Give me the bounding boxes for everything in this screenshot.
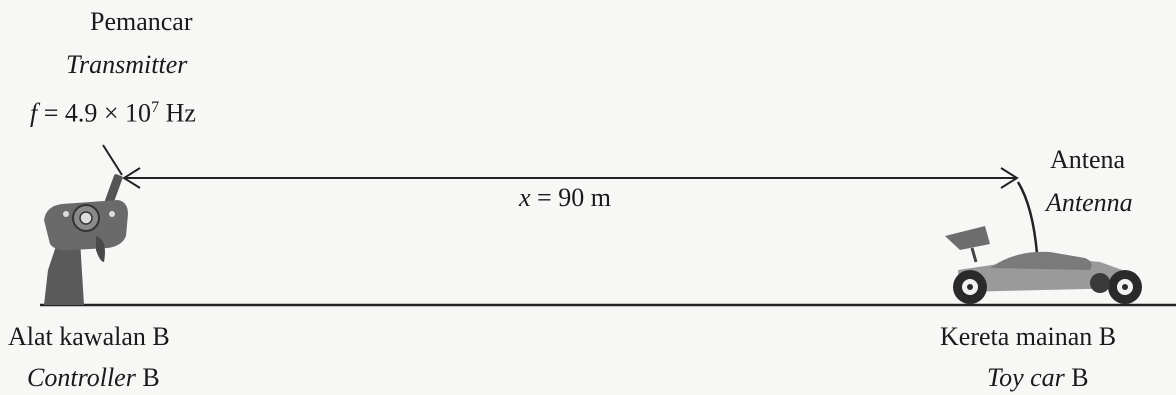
frequency-unit: Hz [159, 98, 196, 128]
frequency-var: f [30, 98, 38, 128]
controller-label-ms: Alat kawalan B [8, 322, 170, 351]
antenna-label-ms: Antena [1050, 145, 1126, 174]
antenna-label-en: Antenna [1046, 188, 1133, 217]
toy-car-label-en-suffix: B [1064, 363, 1089, 392]
controller-label-en-word: Controller [27, 363, 136, 392]
distance-label: x = 90 m [519, 183, 611, 213]
controller-label-en-suffix: B [135, 363, 160, 392]
frequency-exp: 7 [151, 99, 160, 116]
distance-value: = 90 m [530, 183, 611, 212]
toy-car-label-en: Toy car B [987, 363, 1089, 393]
controller-label-en: Controller B [27, 363, 160, 393]
transmitter-frequency: f = 4.9 × 107 Hz [30, 93, 196, 129]
distance-var: x [519, 183, 531, 212]
transmitter-pointer-line [102, 144, 123, 176]
toy-car-label-en-word: Toy car [987, 363, 1065, 392]
toy-car-device [945, 226, 1142, 304]
controller-device [44, 174, 128, 305]
frequency-eq: = 4.9 × 10 [37, 98, 152, 128]
toy-car-label-ms: Kereta mainan B [940, 322, 1117, 351]
transmitter-label-ms: Pemancar [90, 7, 193, 36]
distance-arrow [122, 167, 1019, 189]
transmitter-label-en: Transmitter [66, 50, 188, 79]
